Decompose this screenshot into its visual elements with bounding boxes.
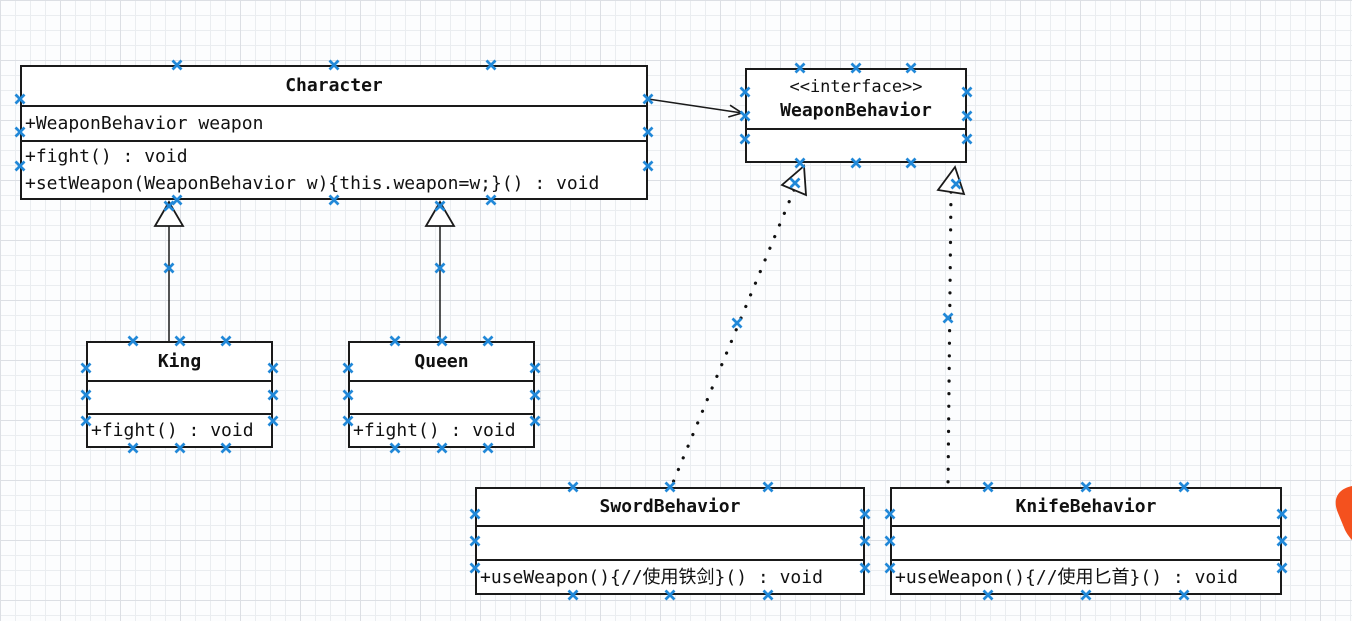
empty-attributes-section xyxy=(477,525,863,559)
connection-point-icon[interactable] xyxy=(434,262,446,274)
class-box-character[interactable]: Character +WeaponBehavior weapon +fight(… xyxy=(20,65,648,200)
class-title: KnifeBehavior xyxy=(1015,496,1157,517)
connection-point-icon[interactable] xyxy=(434,200,446,212)
hollow-triangle-arrowhead-icon xyxy=(936,165,966,196)
realization-swordbehavior-weaponbehavior[interactable] xyxy=(670,164,807,487)
interface-box-weaponbehavior[interactable]: <<interface>> WeaponBehavior xyxy=(745,68,967,163)
generalization-king-character[interactable] xyxy=(153,200,185,341)
hollow-triangle-arrowhead-icon xyxy=(153,200,185,227)
class-box-queen[interactable]: Queen +fight() : void xyxy=(348,341,535,448)
connection-point-icon[interactable] xyxy=(163,200,175,212)
realization-knifebehavior-weaponbehavior[interactable] xyxy=(936,165,966,487)
hollow-triangle-arrowhead-icon xyxy=(780,164,807,197)
connection-point-icon[interactable] xyxy=(163,262,175,274)
stereotype-label: <<interface>> xyxy=(789,77,923,97)
collaborator-cursor-icon xyxy=(1335,486,1352,540)
class-box-knifebehavior[interactable]: KnifeBehavior +useWeapon(){//使用匕首}() : v… xyxy=(890,487,1282,595)
class-attribute: +WeaponBehavior weapon xyxy=(25,113,264,134)
empty-members-section xyxy=(747,128,965,161)
empty-attributes-section xyxy=(892,525,1280,559)
class-method: +fight() : void xyxy=(25,146,188,167)
class-method: +useWeapon(){//使用铁剑}() : void xyxy=(480,566,823,588)
class-title: King xyxy=(157,350,202,372)
association-character-weaponbehavior[interactable] xyxy=(647,98,744,118)
class-title: SwordBehavior xyxy=(599,496,741,517)
generalization-queen-character[interactable] xyxy=(424,200,456,341)
class-method: +useWeapon(){//使用匕首}() : void xyxy=(895,566,1238,588)
empty-attributes-section xyxy=(350,380,533,413)
class-box-swordbehavior[interactable]: SwordBehavior +useWeapon(){//使用铁剑}() : v… xyxy=(475,487,865,595)
class-method: +fight() : void xyxy=(91,420,254,441)
class-method: +setWeapon(WeaponBehavior w){this.weapon… xyxy=(25,173,600,194)
empty-attributes-section xyxy=(88,380,271,413)
class-method: +fight() : void xyxy=(353,420,516,441)
class-title: Queen xyxy=(414,350,469,372)
class-title: Character xyxy=(285,75,383,96)
hollow-triangle-arrowhead-icon xyxy=(424,200,456,227)
connection-point-icon[interactable] xyxy=(731,317,743,329)
class-title: WeaponBehavior xyxy=(780,100,932,121)
connection-point-icon[interactable] xyxy=(950,178,962,190)
connection-point-icon[interactable] xyxy=(942,312,954,324)
class-box-king[interactable]: King +fight() : void xyxy=(86,341,273,448)
connection-point-icon[interactable] xyxy=(789,177,801,189)
